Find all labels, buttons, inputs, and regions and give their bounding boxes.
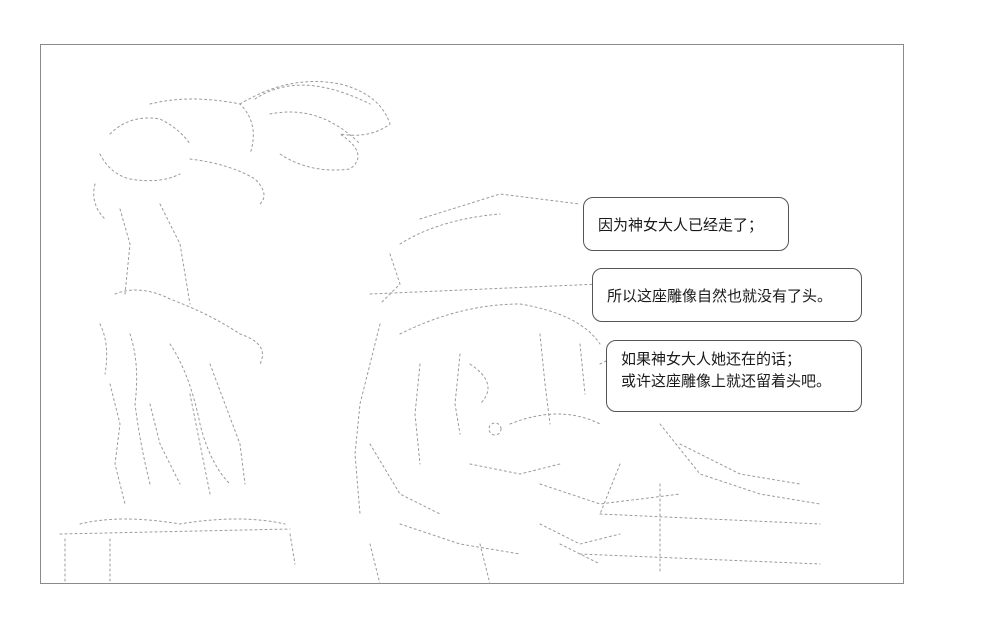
panel-frame: [40, 44, 904, 584]
speech-bubble-3: 如果神女大人她还在的话； 或许这座雕像上就还留着头吧。: [606, 340, 862, 412]
speech-bubble-text: 所以这座雕像自然也就没有了头。: [607, 287, 833, 305]
speech-bubble-text: 因为神女大人已经走了；: [598, 216, 764, 234]
speech-bubble-1: 因为神女大人已经走了；: [583, 197, 789, 251]
speech-bubble-text: 或许这座雕像上就还留着头吧。: [621, 372, 832, 390]
ascii-art-illustration: [59, 81, 821, 584]
speech-bubble-2: 所以这座雕像自然也就没有了头。: [592, 268, 862, 322]
speech-bubble-text: 如果神女大人她还在的话；: [621, 350, 802, 368]
statue-art: [59, 81, 391, 584]
